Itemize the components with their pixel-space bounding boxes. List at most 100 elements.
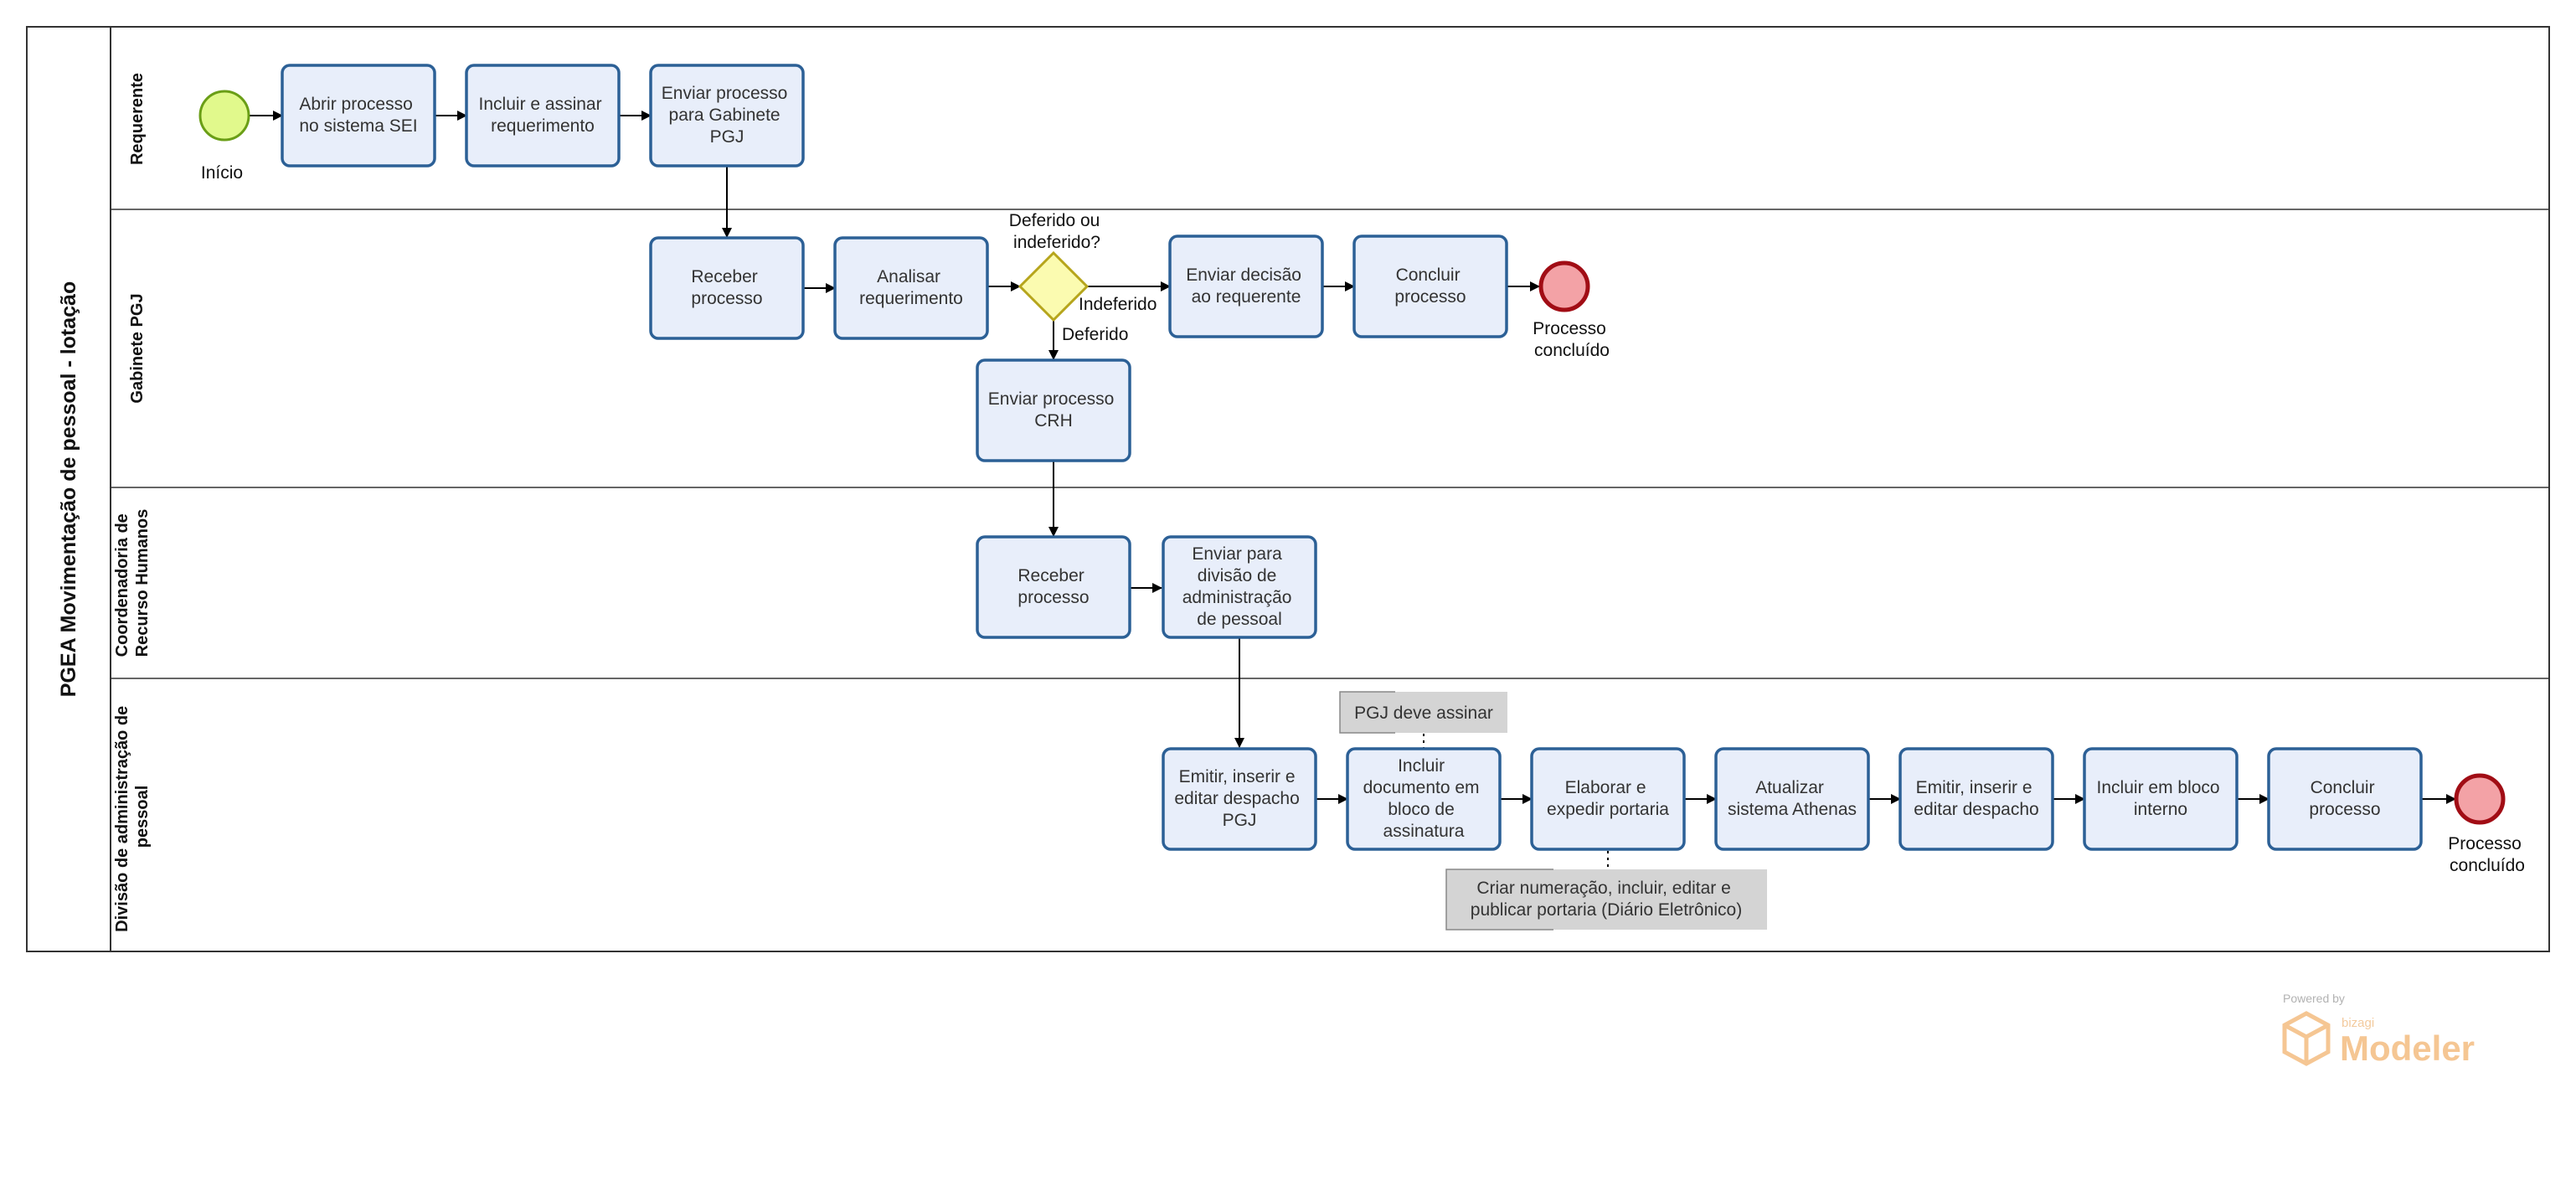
task-emitir-despacho-pgj[interactable]	[1162, 747, 1317, 851]
lane-label-line: Recurso Humanos	[133, 509, 152, 657]
task-label-line: bloco de	[1388, 800, 1454, 819]
task-label-line: CRH	[1034, 411, 1073, 430]
task-label: Enviar processo para Gabinete PGJ	[662, 84, 792, 147]
sequence-flows	[250, 111, 2456, 804]
task-label-line: Elaborar e	[1565, 778, 1646, 797]
task-emitir-despacho[interactable]	[1899, 747, 2054, 851]
task-label-line: documento em	[1363, 778, 1480, 797]
task-incluir-documento[interactable]	[1346, 747, 1502, 851]
watermark-powered: Powered by	[2283, 992, 2345, 1005]
lane-divisao-administracao: Divisão de administração de pessoal	[113, 701, 152, 932]
task-label-line: Enviar para	[1192, 544, 1282, 564]
task-incluir-bloco[interactable]	[2083, 747, 2239, 851]
task-label: Concluir processo	[2309, 778, 2380, 819]
lane-label-line: Coordenadoria de	[113, 513, 131, 657]
task-enviar-divisao[interactable]	[1162, 535, 1317, 639]
task-label-line: ao requerente	[1192, 287, 1301, 307]
end-event-gabinete[interactable]	[1538, 260, 1590, 312]
bizagi-watermark: Powered by bizagi Modeler	[2282, 992, 2475, 1068]
task-label: Enviar processo CRH	[988, 389, 1119, 430]
task-label-line: requerimento	[491, 116, 595, 136]
watermark-brand: bizagi	[2342, 1016, 2374, 1030]
task-label-line: Emitir, inserir e	[1179, 767, 1296, 786]
task-label-line: sistema Athenas	[1728, 800, 1857, 819]
gateway-question-line: Deferido ou	[1009, 211, 1100, 230]
task-atualizar-athenas[interactable]	[1714, 747, 1870, 851]
end-event-divisao[interactable]	[2454, 773, 2506, 825]
task-label-line: administração	[1182, 588, 1292, 607]
lane-label-line: pessoal	[133, 786, 152, 848]
task-label: Incluir em bloco interno	[2097, 778, 2225, 819]
start-event-label: Início	[201, 163, 243, 183]
end-event-label-line: Processo	[1533, 319, 1606, 338]
task-enviar-gabinete[interactable]	[649, 64, 805, 168]
associations	[1423, 734, 1609, 869]
task-label-line: PGJ	[1223, 811, 1257, 830]
lane-label-divisao: Divisão de administração de pessoal	[113, 701, 152, 932]
task-concluir-divisao[interactable]	[2267, 747, 2423, 851]
task-enviar-decisao[interactable]	[1168, 235, 1324, 338]
task-enviar-crh[interactable]	[976, 358, 1131, 462]
pool-title: PGEA Movimentação de pessoal - lotação	[57, 281, 80, 697]
watermark-product: Modeler	[2340, 1028, 2475, 1068]
task-label-line: PGJ	[710, 127, 744, 147]
task-receber-gabinete[interactable]	[649, 236, 805, 340]
task-receber-crh[interactable]	[976, 535, 1131, 639]
lane-coordenadoria-rh: Coordenadoria de Recurso Humanos	[113, 509, 152, 657]
task-label: Elaborar e expedir portaria	[1547, 778, 1669, 819]
task-label-line: Emitir, inserir e	[1916, 778, 2032, 797]
annotation-text: PGJ deve assinar	[1354, 704, 1493, 723]
task-label: Receber processo	[691, 267, 762, 308]
task-label: Abrir processo no sistema SEI	[299, 95, 417, 136]
task-label-line: Receber	[691, 267, 757, 286]
task-label-line: de pessoal	[1197, 610, 1282, 629]
gateway-question-line: indeferido?	[1013, 233, 1100, 252]
gateway-deferido[interactable]	[1018, 250, 1090, 322]
end-event-label-line: Processo	[2448, 834, 2522, 853]
task-label-line: interno	[2134, 800, 2187, 819]
start-event[interactable]	[198, 90, 250, 142]
lane-label-coord-rh: Coordenadoria de Recurso Humanos	[113, 509, 152, 657]
task-label-line: no sistema SEI	[299, 116, 417, 136]
tasks	[281, 64, 2423, 851]
task-label-line: requerimento	[859, 289, 963, 308]
task-label: Incluir e assinar requerimento	[479, 95, 607, 136]
task-labels: Abrir processo no sistema SEI Incluir e …	[299, 84, 2380, 841]
task-label: Emitir, inserir e editar despacho PGJ	[1174, 767, 1304, 830]
task-label: Atualizar sistema Athenas	[1728, 778, 1857, 819]
lane-label-requerente: Requerente	[128, 73, 147, 165]
flow-label-indeferido: Indeferido	[1079, 295, 1157, 314]
task-label-line: Receber	[1018, 566, 1084, 585]
task-abrir-processo[interactable]	[281, 64, 436, 168]
task-label-line: assinatura	[1383, 822, 1465, 841]
gateway-question-label: Deferido ou indeferido?	[1009, 211, 1105, 252]
task-label-line: Incluir e assinar	[479, 95, 602, 114]
end-event-gabinete-label: Processo concluído	[1533, 319, 1610, 360]
lane-requerente: Requerente	[128, 73, 147, 165]
task-label-line: Concluir	[1396, 265, 1461, 285]
task-label-line: Enviar processo	[988, 389, 1115, 409]
task-concluir-gabinete[interactable]	[1352, 235, 1508, 338]
task-label-line: processo	[1018, 588, 1089, 607]
annotation-text: Criar numeração, incluir, editar e publi…	[1471, 879, 1742, 920]
task-label: Analisar requerimento	[859, 267, 963, 308]
task-label-line: processo	[1394, 287, 1466, 307]
end-event-label-line: concluído	[1534, 341, 1610, 360]
task-label-line: editar despacho	[1914, 800, 2038, 819]
task-label-line: Incluir em bloco	[2097, 778, 2220, 797]
lane-gabinete-pgj: Gabinete PGJ	[128, 293, 147, 403]
task-label: Concluir processo	[1394, 265, 1466, 307]
task-elaborar-portaria[interactable]	[1530, 747, 1686, 851]
task-incluir-assinar[interactable]	[465, 64, 621, 168]
task-label-line: divisão de	[1198, 566, 1277, 585]
task-analisar-requerimento[interactable]	[833, 236, 989, 340]
end-event-divisao-label: Processo concluído	[2448, 834, 2526, 875]
annotation-pgj-assinar[interactable]: PGJ deve assinar	[1339, 691, 1507, 734]
flow-label-deferido: Deferido	[1062, 325, 1128, 344]
annotation-criar-numeracao[interactable]: Criar numeração, incluir, editar e publi…	[1445, 869, 1767, 931]
task-label-line: Abrir processo	[299, 95, 412, 114]
task-label-line: processo	[691, 289, 762, 308]
task-label-line: editar despacho	[1174, 789, 1299, 808]
task-label-line: Incluir	[1398, 756, 1445, 776]
